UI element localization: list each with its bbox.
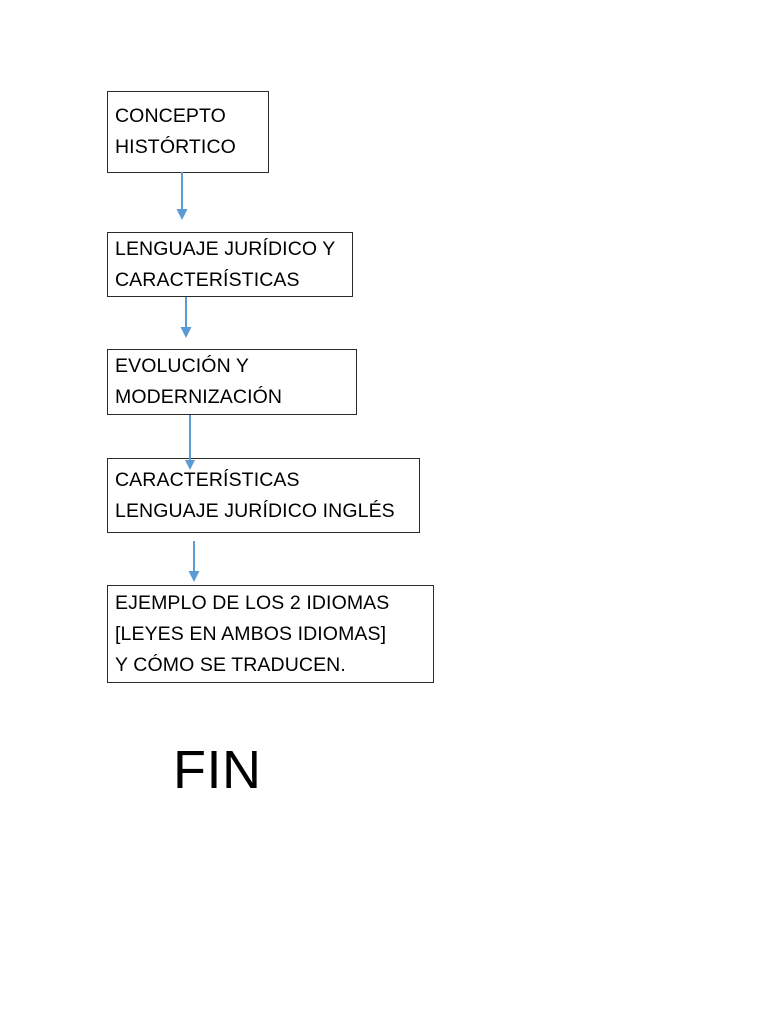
flow-node-concepto-historico[interactable]: CONCEPTO HISTÓRTICO xyxy=(107,91,269,173)
flow-node-line: HISTÓRTICO xyxy=(115,136,236,158)
flow-node-line: Y CÓMO SE TRADUCEN. xyxy=(115,653,346,676)
flow-node-lenguaje-juridico-caracteristicas[interactable]: LENGUAJE JURÍDICO Y CARACTERÍSTICAS xyxy=(107,232,353,297)
flow-node-line: LENGUAJE JURÍDICO INGLÉS xyxy=(115,499,395,522)
connector-arrow-1 xyxy=(174,172,190,222)
flow-node-line: CARACTERÍSTICAS xyxy=(115,268,300,291)
flow-node-ejemplo-idiomas[interactable]: EJEMPLO DE LOS 2 IDIOMAS [LEYES EN AMBOS… xyxy=(107,585,434,683)
connector-arrow-3 xyxy=(182,415,198,473)
flow-node-line: EJEMPLO DE LOS 2 IDIOMAS xyxy=(115,591,390,614)
connector-arrow-4 xyxy=(186,541,202,585)
flow-node-line: LENGUAJE JURÍDICO Y xyxy=(115,237,336,260)
flow-node-line: CARACTERÍSTICAS xyxy=(115,468,300,491)
flow-node-caracteristicas-lenguaje-ingles[interactable]: CARACTERÍSTICAS LENGUAJE JURÍDICO INGLÉS xyxy=(107,458,420,533)
flow-node-line: EVOLUCIÓN Y xyxy=(115,355,250,377)
connector-arrow-2 xyxy=(178,297,194,341)
end-label-fin: FIN xyxy=(173,740,262,800)
flow-node-evolucion-modernizacion[interactable]: EVOLUCIÓN Y MODERNIZACIÓN xyxy=(107,349,357,415)
flow-node-line: CONCEPTO xyxy=(115,105,226,127)
flow-node-line: [LEYES EN AMBOS IDIOMAS] xyxy=(115,622,387,645)
flow-node-line: MODERNIZACIÓN xyxy=(115,386,283,408)
